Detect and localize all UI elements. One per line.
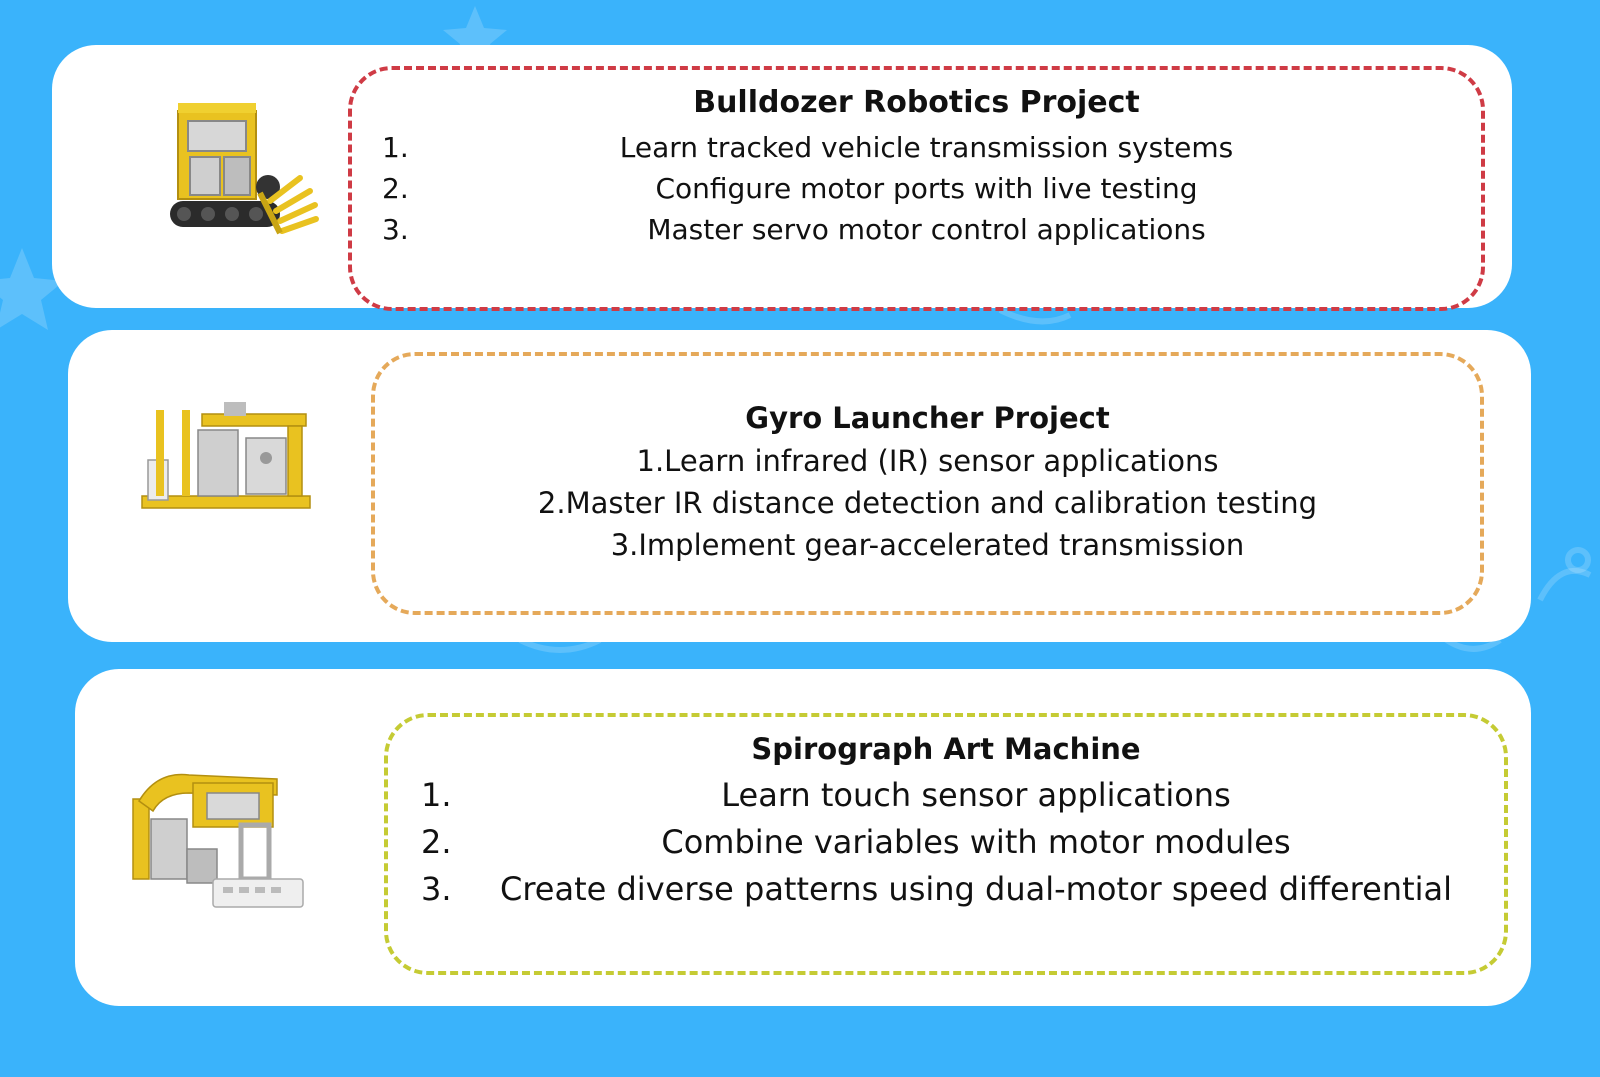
list-number: 2. — [382, 172, 409, 205]
list-item: 1. Learn touch sensor applications — [388, 772, 1504, 819]
project-card-gyro-launcher: Gyro Launcher Project 1.Learn infrared (… — [68, 330, 1531, 642]
swirl-icon — [998, 307, 1072, 325]
list-item: 2.Master IR distance detection and calib… — [537, 486, 1318, 520]
list-text: Master servo motor control applications — [647, 213, 1206, 246]
spirograph-machine-icon — [132, 773, 304, 908]
list-item: 3.Implement gear-accelerated transmissio… — [610, 528, 1245, 562]
list-item: 2. Configure motor ports with live testi… — [352, 168, 1481, 209]
list-text: Configure motor ports with live testing — [655, 172, 1198, 205]
list-text: Combine variables with motor modules — [661, 823, 1291, 861]
list-number: 3. — [382, 213, 409, 246]
objectives-list: 1. Learn tracked vehicle transmission sy… — [352, 127, 1481, 250]
objectives-list: 1.Learn infrared (IR) sensor application… — [375, 440, 1480, 566]
bulldozer-robot-icon — [170, 103, 319, 235]
list-number: 1. — [421, 776, 452, 814]
list-number: 1. — [382, 131, 409, 164]
project-title: Spirograph Art Machine — [751, 732, 1141, 766]
list-text: Learn tracked vehicle transmission syste… — [619, 131, 1234, 164]
list-item: 1. Learn tracked vehicle transmission sy… — [352, 127, 1481, 168]
gyro-launcher-robot-icon — [141, 402, 311, 509]
project-title: Gyro Launcher Project — [745, 401, 1110, 435]
swirl-icon — [1537, 568, 1592, 602]
project-card-spirograph: Spirograph Art Machine 1. Learn touch se… — [75, 669, 1531, 1006]
list-number: 3. — [421, 870, 452, 908]
list-item: 3. Master servo motor control applicatio… — [352, 209, 1481, 250]
dot-icon — [1565, 547, 1591, 573]
objectives-list: 1. Learn touch sensor applications 2. Co… — [388, 772, 1504, 913]
list-item: 3. Create diverse patterns using dual-mo… — [388, 866, 1504, 913]
spirograph-objectives-panel: Spirograph Art Machine 1. Learn touch se… — [384, 713, 1508, 975]
list-item: 2. Combine variables with motor modules — [388, 819, 1504, 866]
list-text: Learn touch sensor applications — [721, 776, 1231, 814]
list-item: 1.Learn infrared (IR) sensor application… — [636, 444, 1219, 478]
project-card-bulldozer: Bulldozer Robotics Project 1. Learn trac… — [52, 45, 1512, 311]
list-number: 2. — [421, 823, 452, 861]
project-title: Bulldozer Robotics Project — [693, 85, 1140, 120]
list-text: Create diverse patterns using dual-motor… — [499, 870, 1453, 908]
bulldozer-objectives-panel: Bulldozer Robotics Project 1. Learn trac… — [348, 66, 1485, 311]
gyro-objectives-panel: Gyro Launcher Project 1.Learn infrared (… — [371, 352, 1484, 615]
